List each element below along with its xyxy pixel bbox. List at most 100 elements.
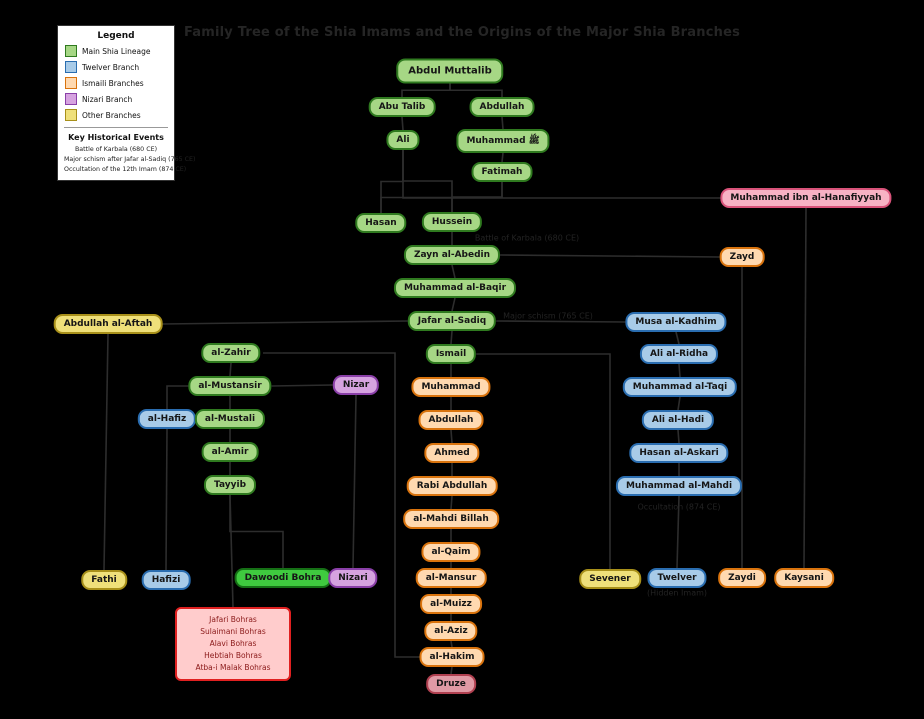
legend-item-label: Twelver Branch: [82, 62, 140, 72]
edge-taqi-to-hadi: [677, 396, 681, 411]
edge-hakim-to-zahir: [263, 352, 424, 658]
legend-item-label: Main Shia Lineage: [82, 46, 151, 56]
legend-item: Twelver Branch: [65, 61, 167, 73]
node-qaim: al-Qaim: [421, 542, 481, 562]
legend-event-line: Occultation of the 12th Imam (874 CE): [64, 165, 187, 173]
node-askari: Hasan al-Askari: [629, 443, 729, 463]
legend-events-title: Key Historical Events: [68, 133, 164, 142]
legend-color-chip: [65, 93, 77, 105]
diagram-title: Family Tree of the Shia Imams and the Or…: [183, 25, 741, 40]
node-zayd: Zayd: [719, 247, 765, 267]
legend-item: Ismaili Branches: [65, 77, 167, 89]
node-ahmed: Ahmed: [424, 443, 480, 463]
legend-item-label: Nizari Branch: [82, 94, 133, 104]
node-mansur: al-Mansur: [415, 568, 487, 588]
legend-item: Main Shia Lineage: [65, 45, 167, 57]
node-m_hanafiyyah: Muhammad ibn al-Hanafiyyah: [720, 188, 892, 208]
node-abdul_muttalib: Abdul Muttalib: [396, 58, 504, 84]
edge-hafiz-to-hafizi: [165, 428, 168, 571]
node-zayn: Zayn al-Abedin: [403, 245, 501, 265]
node-fatimah: Fatimah: [471, 162, 533, 182]
node-abu_talib: Abu Talib: [368, 97, 436, 117]
node-hasan: Hasan: [355, 213, 407, 233]
edge-sadiq-to-kadhim: [496, 320, 626, 323]
edge-ali-to-hasan: [380, 150, 404, 213]
edge-label: Major schism (765 CE): [503, 311, 593, 321]
legend-item-label: Other Branches: [82, 110, 141, 120]
node-hakim: al-Hakim: [419, 647, 485, 667]
node-nizar: Nizar: [332, 375, 380, 395]
edge-nizar-to-nizari: [352, 394, 357, 569]
edge-label: Occultation (874 CE): [637, 502, 721, 512]
node-muizz: al-Muizz: [420, 594, 482, 614]
edge-ali-to-m_hanafiyyah: [402, 150, 721, 199]
node-twelver: Twelver: [647, 568, 707, 588]
edge-muhammad_p-to-fatimah: [501, 152, 504, 163]
node-muhammad_p: Muhammad ﷺ: [456, 129, 550, 153]
legend-item: Nizari Branch: [65, 93, 167, 105]
node-ali: Ali: [386, 130, 420, 150]
edge-abdul_muttalib-to-abdullah_f: [449, 83, 503, 97]
bohra-subbranch-label: Alavi Bohras: [209, 639, 257, 648]
node-hussein: Hussein: [421, 212, 483, 232]
edge-hadi-to-askari: [677, 429, 680, 444]
edge-tayyib-to-bohra_box: [229, 494, 234, 608]
node-zahir: al-Zahir: [201, 343, 261, 363]
edge-mustansir-to-hafiz: [166, 385, 189, 409]
bohra-subbranch-label: Jafari Bohras: [209, 615, 257, 624]
legend-divider: [64, 127, 168, 128]
node-rabi: Rabi Abdullah: [406, 476, 498, 496]
edge-kadhim-to-ridha: [675, 331, 680, 345]
edge-ridha-to-taqi: [678, 363, 681, 378]
node-mustali: al-Mustali: [194, 409, 266, 429]
edge-ali-to-hussein: [402, 150, 453, 212]
node-druze: Druze: [426, 674, 476, 694]
edge-zayn-to-baqir: [451, 264, 456, 279]
node-hafiz: al-Hafiz: [137, 409, 197, 429]
node-aziz: al-Aziz: [424, 621, 478, 641]
legend-event-line: Major schism after Jafar al-Sadiq (765 C…: [64, 155, 196, 163]
node-ridha: Ali al-Ridha: [639, 344, 719, 364]
node-muhammad_i: Muhammad: [411, 377, 491, 397]
node-fathi: Fathi: [81, 570, 127, 590]
legend-event-line: Battle of Karbala (680 CE): [74, 146, 158, 153]
edge-sadiq-to-aftah: [162, 320, 408, 325]
edge-aftah-to-fathi: [103, 333, 109, 571]
legend-color-chip: [65, 61, 77, 73]
edge-hakim-to-druze: [450, 666, 453, 675]
legend-title: Legend: [97, 31, 135, 41]
bohra-subbranch-label: Sulaimani Bohras: [200, 627, 266, 636]
edge-zayn-to-zayd: [500, 254, 720, 258]
edge-abu_talib-to-ali: [401, 116, 404, 131]
edge-aziz-to-hakim: [450, 640, 453, 648]
legend-color-chip: [65, 109, 77, 121]
node-sevener: Sevener: [579, 569, 641, 589]
edge-baqir-to-sadiq: [451, 297, 456, 312]
legend-color-chip: [65, 77, 77, 89]
node-mahdi12: Muhammad al-Mahdi: [615, 476, 743, 496]
edge-label: (Hidden Imam): [646, 588, 708, 598]
node-hafizi: Hafizi: [141, 570, 191, 590]
edge-rabi-to-mahdi_billah: [450, 495, 453, 510]
node-taqi: Muhammad al-Taqi: [622, 377, 738, 397]
node-mustansir: al-Mustansir: [188, 376, 272, 396]
edge-m_hanafiyyah-to-kaysani: [803, 207, 807, 569]
edge-zahir-to-mustansir: [229, 362, 232, 377]
edge-label: Battle of Karbala (680 CE): [474, 233, 580, 243]
legend-color-chip: [65, 45, 77, 57]
edge-fatimah-to-hussein: [451, 182, 503, 212]
edge-abdul_muttalib-to-abu_talib: [401, 83, 451, 97]
node-dawoodi: Dawoodi Bohra: [234, 568, 332, 588]
node-sadiq: Jafar al-Sadiq: [407, 311, 497, 331]
node-mahdi_billah: al-Mahdi Billah: [403, 509, 499, 529]
node-aftah: Abdullah al-Aftah: [53, 314, 163, 334]
edge-mahdi12-to-twelver: [676, 495, 680, 569]
node-amir: al-Amir: [201, 442, 259, 462]
node-tayyib: Tayyib: [203, 475, 257, 495]
edge-mustansir-to-nizar: [271, 384, 333, 387]
